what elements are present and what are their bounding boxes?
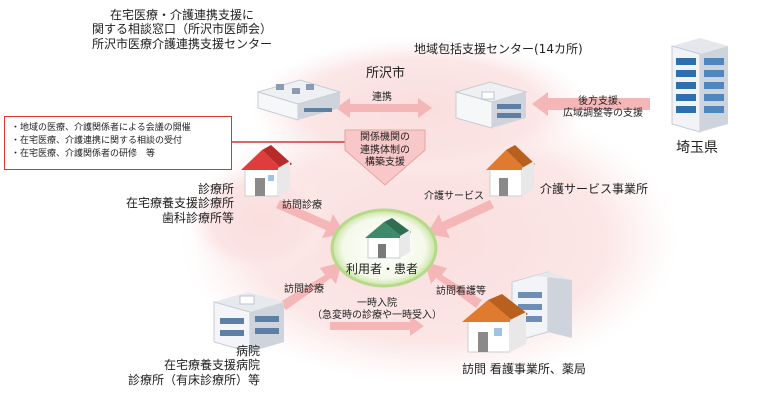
network-support-label: 関係機関の 連携体制の 構築支援	[348, 132, 422, 170]
nursing-office-icon	[462, 271, 572, 353]
houkatsu-building-icon	[454, 81, 528, 129]
consult-center-title: 在宅医療・介護連携支援に 関する相談窓口（所沢市医師会） 所沢市医療介護連携支援…	[82, 8, 282, 51]
care-service-label: 介護サービス	[424, 191, 484, 202]
hospital-building-icon	[213, 292, 284, 353]
renkei-double-arrow	[336, 98, 432, 118]
center-label: 利用者・患者	[346, 262, 419, 276]
consult-center-building-icon	[256, 79, 342, 121]
support-line-1: 後方支援、	[578, 96, 628, 107]
care-office-label: 介護サービス事業所	[540, 182, 649, 196]
clinic-line-1: 診療所	[197, 182, 234, 196]
houkatsu-label: 地域包括支援センター(14カ所)	[414, 42, 583, 56]
admission-line-1: 一時入院	[357, 298, 397, 309]
renkei-label: 連携	[372, 92, 392, 103]
support-line-2: 広域調整等の支援	[563, 108, 643, 119]
notes-box: ・地域の医療、介護関係者による会議の開催 ・在宅医療、介護連携に関する相談の受付…	[4, 116, 232, 170]
hospital-label: 病院 在宅療養支援病院 診療所（有床診療所）等	[100, 344, 260, 387]
home-visit-top-label: 訪問診療	[282, 200, 322, 211]
notes-item: ・在宅医療、介護連携に関する相談の受付	[11, 136, 183, 147]
center-house-icon	[365, 218, 411, 259]
network-line-1: 関係機関の	[360, 132, 410, 143]
consult-line-2: 関する相談窓口（所沢市医師会）	[91, 22, 272, 37]
clinic-label: 診療所 在宅療養支援診療所 歯科診療所等	[92, 182, 234, 225]
support-arrow	[532, 92, 650, 116]
admission-line-2: （急変時の診療や一時受入）	[312, 310, 442, 321]
consult-line-1: 在宅医療・介護連携支援に	[109, 8, 254, 22]
admission-label: 一時入院 （急変時の診療や一時受入）	[302, 298, 452, 322]
network-down-arrow	[344, 129, 426, 186]
notes-item: ・在宅医療、介護関係者の研修 等	[11, 149, 156, 160]
nursing-visit-label: 訪問看護等	[436, 286, 486, 297]
hospital-line-1: 病院	[235, 344, 260, 358]
home-visit-bottom-label: 訪問診療	[284, 284, 324, 295]
notes-item: ・地域の医療、介護関係者による会議の開催	[11, 123, 191, 133]
network-line-3: 構築支援	[365, 157, 405, 168]
prefecture-tower-icon	[671, 38, 728, 133]
clinic-line-2: 在宅療養支援診療所	[125, 196, 234, 211]
hospital-line-2: 在宅療養支援病院	[163, 358, 260, 373]
city-label: 所沢市	[366, 66, 406, 81]
consult-line-3: 所沢市医療介護連携支援センター	[91, 36, 272, 51]
support-label: 後方支援、 広域調整等の支援	[548, 96, 658, 120]
network-line-2: 連携体制の	[360, 144, 410, 156]
nursing-office-label: 訪問 看護事業所、薬局	[462, 362, 586, 376]
visit-arrows	[276, 200, 494, 336]
hospital-line-3: 診療所（有床診療所）等	[127, 372, 260, 387]
clinic-line-3: 歯科診療所等	[161, 210, 234, 225]
care-office-house-icon	[486, 145, 535, 197]
prefecture-label: 埼玉県	[676, 140, 718, 156]
clinic-house-icon	[241, 145, 292, 197]
